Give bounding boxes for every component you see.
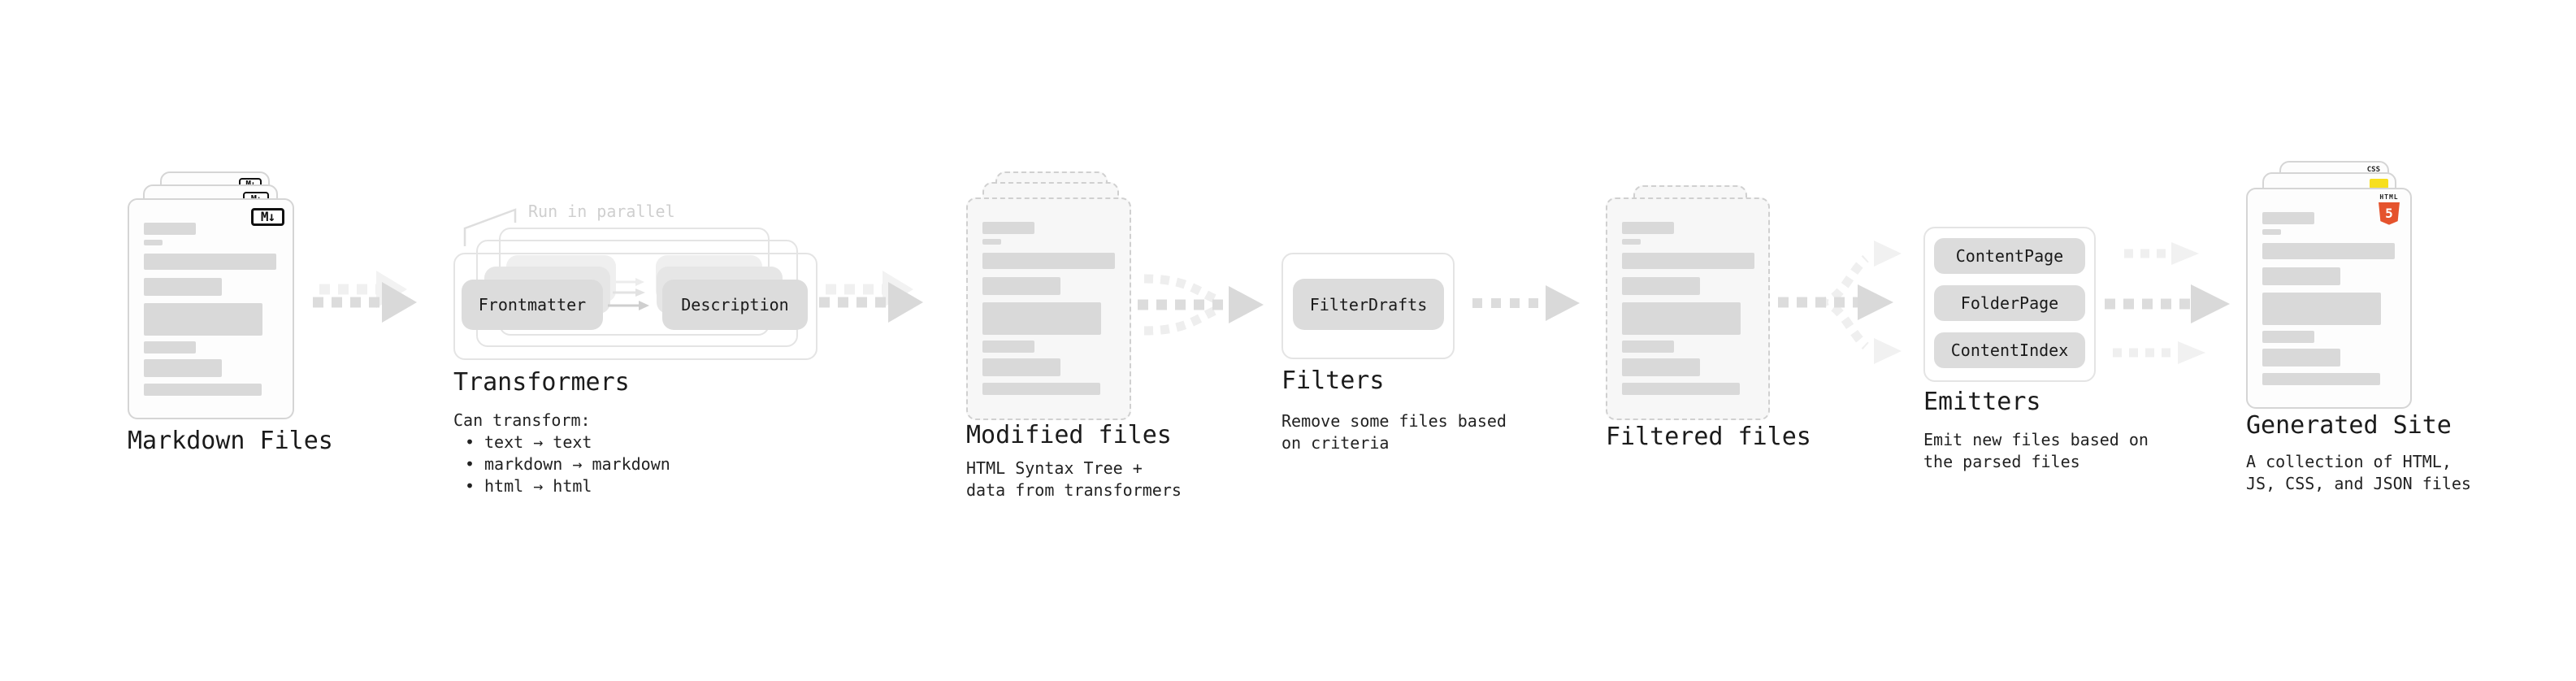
stage-label-modified-files: Modified files	[966, 421, 1172, 449]
transformers-heading: Can transform:	[453, 410, 591, 430]
emitter-pill-folderpage: FolderPage	[1934, 285, 2085, 321]
transformers-bullet: •markdown → markdown	[465, 454, 670, 474]
filter-pill-filterdrafts: FilterDrafts	[1293, 279, 1444, 330]
parallel-arrows-icon	[608, 278, 649, 310]
converging-dashed-arrow-icon	[1138, 274, 1264, 336]
stage-label-filtered-files: Filtered files	[1606, 423, 1811, 451]
js-icon	[2370, 179, 2388, 189]
modified-file-card-front	[966, 197, 1131, 420]
document-skeleton-lines	[144, 223, 276, 396]
dashed-double-arrow-icon	[313, 271, 417, 323]
emitters-description: Emit new files based on the parsed files	[1923, 430, 2149, 471]
diverging-dashed-arrow-icon	[1778, 241, 1902, 364]
dashed-double-arrow-icon	[819, 271, 923, 323]
filtered-file-card-front	[1606, 197, 1770, 420]
document-skeleton-lines	[982, 222, 1115, 395]
transformer-box-front	[453, 253, 817, 360]
annotation-leader-line	[463, 208, 517, 246]
stage-label-transformers: Transformers	[453, 368, 630, 397]
run-in-parallel-annotation: Run in parallel	[528, 202, 675, 221]
document-skeleton-lines	[1622, 222, 1754, 395]
stage-label-emitters: Emitters	[1923, 388, 2041, 416]
generated-site-card-front: HTML 5	[2246, 188, 2412, 409]
filters-description: Remove some files based on criteria	[1281, 411, 1507, 453]
emitter-pill-contentpage: ContentPage	[1934, 238, 2085, 274]
stage-label-markdown-files: Markdown Files	[128, 427, 333, 455]
transformers-bullet: •html → html	[465, 476, 592, 496]
stage-label-filters: Filters	[1281, 367, 1385, 395]
transformer-pill-description: Description	[662, 280, 808, 330]
transformer-pill-frontmatter: Frontmatter	[462, 280, 603, 330]
stage-label-generated-site: Generated Site	[2246, 411, 2452, 440]
dashed-arrow-icon	[1472, 285, 1580, 321]
markdown-icon: M↓	[251, 208, 284, 226]
markdown-file-card-front: M↓	[128, 198, 294, 419]
transformers-bullet: •text → text	[465, 432, 592, 452]
document-skeleton-lines	[2262, 212, 2395, 385]
triple-dashed-arrow-icon	[2105, 242, 2230, 364]
transformers-description: Can transform: •text → text •markdown → …	[453, 410, 670, 497]
html5-icon: HTML 5	[2377, 193, 2401, 225]
generated-site-description: A collection of HTML, JS, CSS, and JSON …	[2246, 452, 2471, 493]
emitter-pill-contentindex: ContentIndex	[1934, 332, 2085, 368]
modified-files-description: HTML Syntax Tree + data from transformer…	[966, 458, 1182, 500]
